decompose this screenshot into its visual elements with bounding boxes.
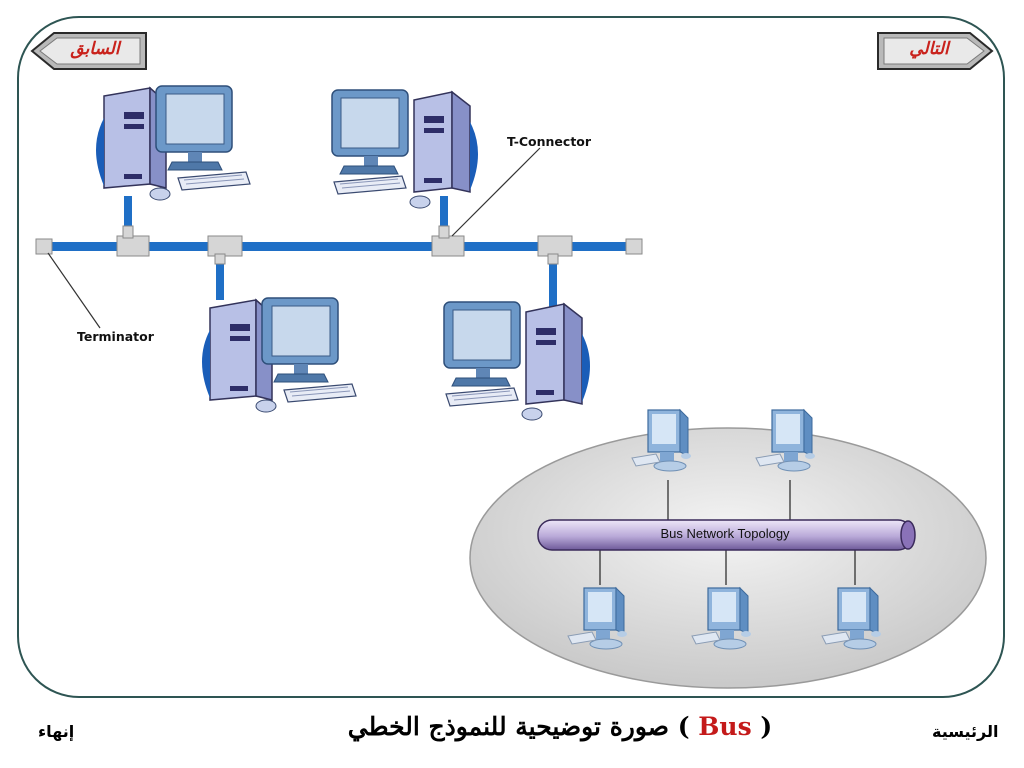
- caption-bus: Bus: [698, 712, 752, 741]
- caption-text: صورة توضيحية للنموذج الخطي (: [347, 712, 690, 741]
- previous-button[interactable]: السابق: [30, 30, 148, 72]
- left-terminator: [35, 238, 53, 255]
- previous-label: السابق: [70, 39, 120, 59]
- bus-network-topology-label: Bus Network Topology: [660, 526, 790, 541]
- right-terminator: [625, 238, 643, 255]
- workstation-4: [443, 301, 591, 421]
- exit-link[interactable]: إنهاء: [38, 722, 75, 741]
- workstation-3: [201, 297, 357, 413]
- t-connector: [116, 225, 150, 257]
- terminator-label: Terminator: [77, 329, 154, 344]
- right-arrow-icon: [877, 32, 994, 70]
- next-label: التالي: [909, 39, 949, 59]
- t-connector: [537, 235, 573, 265]
- next-button[interactable]: التالي: [876, 30, 994, 72]
- t-connector-leader-line: [451, 147, 541, 237]
- t-connector-label: T-Connector: [507, 134, 592, 149]
- bus-pipe: [537, 519, 916, 551]
- workstation-1: [95, 85, 251, 201]
- slide-caption: صورة توضيحية للنموذج الخطي ( Bus ): [300, 712, 820, 741]
- t-connector: [431, 225, 465, 257]
- terminator-leader-line: [47, 252, 101, 329]
- bus-cable: [44, 242, 634, 251]
- slide-frame: [17, 16, 1005, 698]
- home-link[interactable]: الرئيسية: [932, 722, 999, 741]
- workstation-2: [331, 89, 479, 209]
- t-connector: [207, 235, 243, 265]
- caption-close: ): [760, 712, 773, 741]
- left-arrow-icon: [30, 32, 147, 70]
